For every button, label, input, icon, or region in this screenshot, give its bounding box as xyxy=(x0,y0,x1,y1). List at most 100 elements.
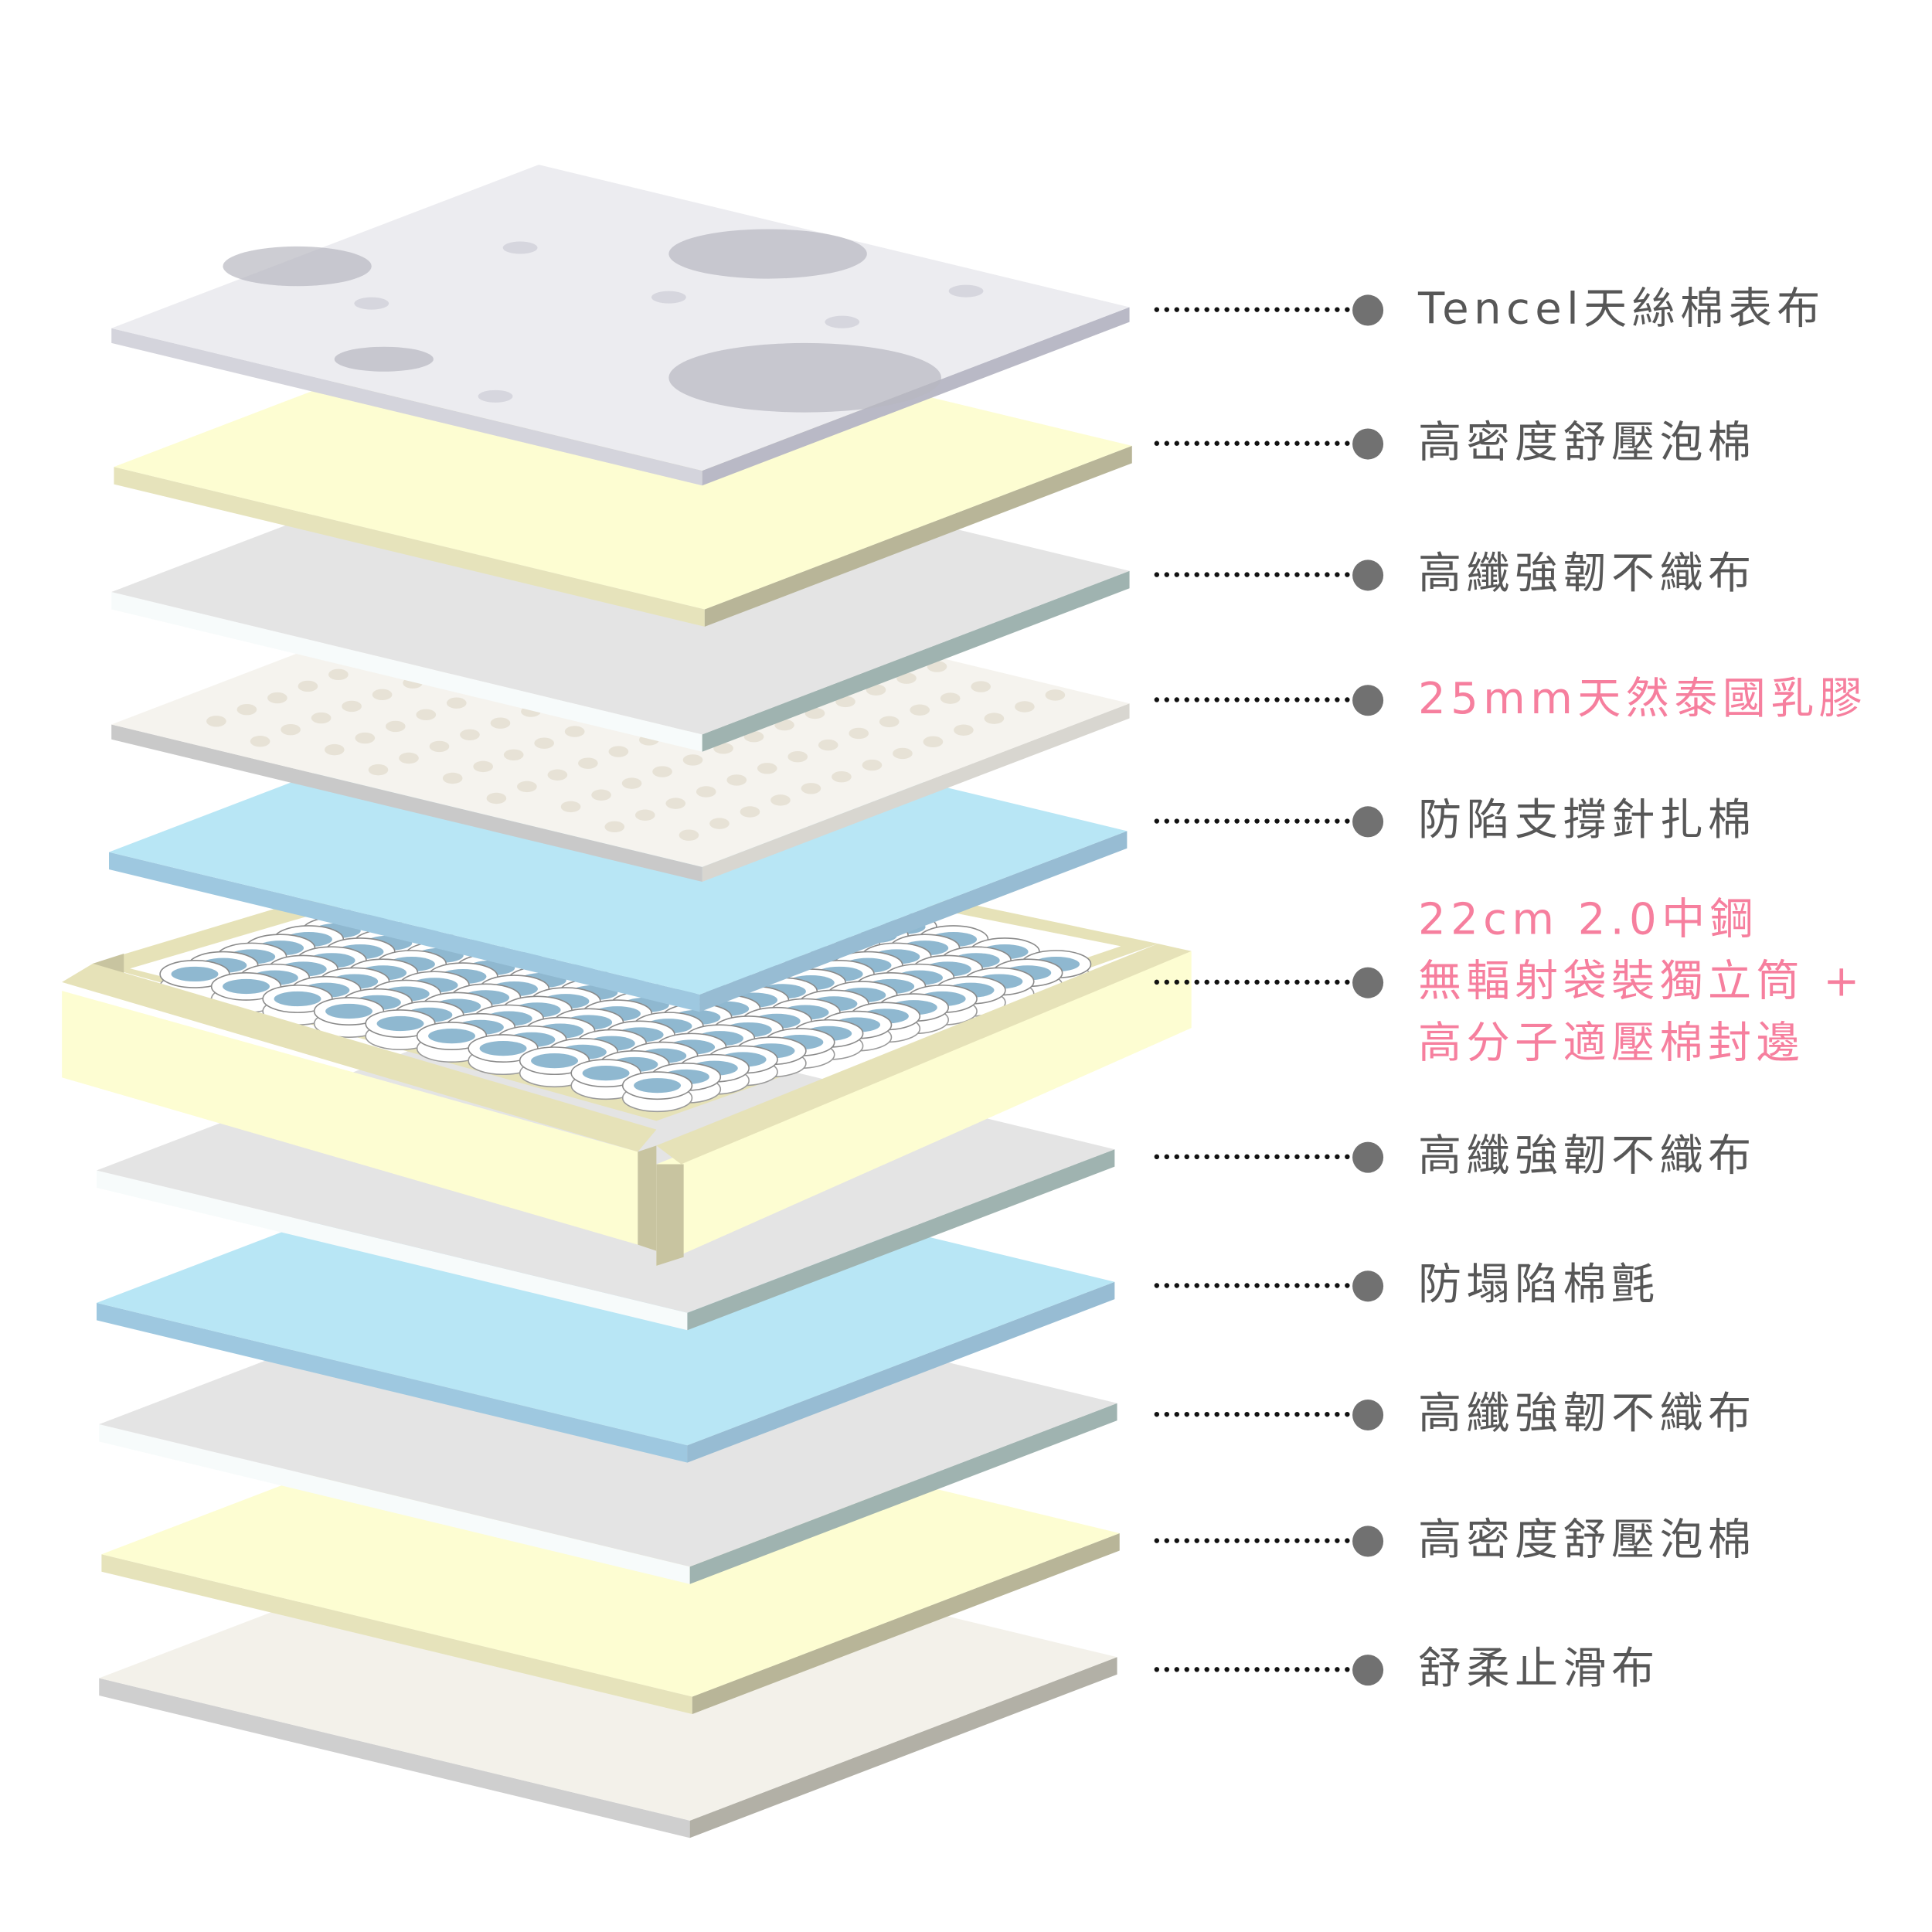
latex-hole xyxy=(534,737,554,749)
leader-line xyxy=(1154,307,1350,312)
leader-line xyxy=(1154,818,1350,824)
latex-hole xyxy=(709,818,730,829)
spring-frame-right-rim xyxy=(656,944,1192,1165)
latex-hole xyxy=(250,736,270,747)
latex-hole xyxy=(517,781,537,793)
layer-label-multiline: 22cm 2.0中鋼 無輻射袋裝獨立筒 + 高分子適壓棉封邊 xyxy=(1418,889,1865,1075)
nonwoven-layer-1-side-edge xyxy=(702,570,1130,752)
felt-layer-side-edge xyxy=(687,1281,1115,1463)
bullet-dot xyxy=(1352,559,1384,590)
label-row-latex: 25mm天然泰國乳膠 xyxy=(1154,668,1868,730)
latex-hole xyxy=(281,723,301,736)
latex-hole xyxy=(564,726,585,737)
latex-hole xyxy=(311,712,332,724)
layer-label: 高纖強韌不織布 xyxy=(1417,549,1757,600)
spring-coil-center xyxy=(582,1066,630,1081)
latex-hole xyxy=(486,792,507,804)
spring-coil-center xyxy=(531,1053,579,1069)
latex-hole xyxy=(621,777,642,789)
latex-hole xyxy=(591,789,611,801)
latex-hole xyxy=(578,757,598,769)
latex-hole xyxy=(368,764,389,776)
bullet-dot xyxy=(1352,1654,1384,1685)
latex-hole xyxy=(665,798,686,809)
latex-hole xyxy=(954,724,974,736)
spring-coil-center xyxy=(634,1078,682,1094)
latex-hole xyxy=(385,720,406,733)
spring-coil-center xyxy=(325,1003,372,1019)
latex-layer-side-edge xyxy=(702,703,1130,883)
label-row-tencel: Tencel天絲棉表布 xyxy=(1154,279,1825,341)
latex-hole xyxy=(429,740,450,753)
label-row-needle-felt: 防陷支撐針扎棉 xyxy=(1154,790,1757,852)
tencel-floral-pattern xyxy=(223,246,372,287)
tencel-quilt-tuft xyxy=(502,241,538,254)
latex-hole xyxy=(547,769,568,781)
nonwoven-layer-3-side-edge xyxy=(689,1403,1117,1584)
foam-bottom-layer-front-edge xyxy=(101,1554,692,1714)
latex-hole xyxy=(682,754,703,766)
spring-coil-center xyxy=(376,1015,424,1032)
leader-line xyxy=(1154,1154,1350,1160)
tencel-floral-pattern xyxy=(668,229,867,279)
bullet-dot xyxy=(1352,684,1384,716)
label-row-foam-top: 高密度舒壓泡棉 xyxy=(1154,413,1757,474)
bullet-dot xyxy=(1352,1399,1384,1430)
spring-coil-center xyxy=(428,1028,475,1044)
latex-hole xyxy=(490,717,511,729)
latex-hole xyxy=(416,709,437,721)
nonwoven-layer-2-front-edge xyxy=(97,1170,688,1331)
foam-top-layer-side-edge xyxy=(704,445,1132,627)
tencel-floral-pattern xyxy=(334,346,434,372)
label-row-springs: 22cm 2.0中鋼 無輻射袋裝獨立筒 + 高分子適壓棉封邊 xyxy=(1154,889,1865,1075)
spring-coil-center xyxy=(274,991,321,1007)
latex-hole xyxy=(267,692,287,704)
latex-hole xyxy=(652,766,672,777)
leader-line xyxy=(1154,697,1350,702)
layer-label: 高密度舒壓泡棉 xyxy=(1417,1515,1757,1566)
leader-line xyxy=(1154,1667,1350,1672)
bullet-dot xyxy=(1352,805,1384,837)
latex-hole xyxy=(399,752,419,764)
latex-hole xyxy=(1015,701,1035,713)
label-row-foam-bottom: 高密度舒壓泡棉 xyxy=(1154,1510,1757,1572)
latex-hole xyxy=(971,681,992,692)
foam-top-layer-front-edge xyxy=(114,467,705,627)
tencel-quilt-tuft xyxy=(354,297,389,310)
leader-line xyxy=(1154,440,1350,446)
latex-hole xyxy=(787,750,808,763)
latex-hole xyxy=(560,801,581,813)
latex-hole xyxy=(298,680,318,692)
layer-label: 舒柔止滑布 xyxy=(1417,1645,1660,1695)
leader-line xyxy=(1154,1411,1350,1417)
label-row-antislip: 舒柔止滑布 xyxy=(1154,1638,1660,1700)
latex-hole xyxy=(910,704,930,716)
label-row-nonwoven-2: 高纖強韌不織布 xyxy=(1154,1126,1757,1188)
latex-hole xyxy=(328,668,349,681)
latex-hole xyxy=(324,743,345,756)
leader-line xyxy=(1154,979,1350,985)
label-row-nonwoven-3: 高纖強韌不織布 xyxy=(1154,1383,1757,1445)
spring-frame-seam xyxy=(638,1145,657,1251)
latex-hole xyxy=(740,806,760,818)
latex-hole xyxy=(984,713,1005,724)
leader-line xyxy=(1154,1283,1350,1288)
latex-hole xyxy=(342,700,362,713)
needle-felt-layer-front-edge xyxy=(109,852,700,1012)
tencel-floral-pattern xyxy=(668,342,941,413)
label-line: 22cm 2.0中鋼 xyxy=(1417,895,1759,945)
latex-layer-front-edge xyxy=(111,724,702,883)
spring-coil-center xyxy=(223,978,270,995)
latex-hole xyxy=(879,716,900,728)
label-line: 無輻射袋裝獨立筒 + xyxy=(1417,957,1865,1007)
latex-hole xyxy=(236,703,257,716)
latex-hole xyxy=(832,770,852,783)
bullet-dot xyxy=(1352,1525,1384,1556)
leader-line xyxy=(1154,1538,1350,1543)
tencel-quilt-tuft xyxy=(825,315,860,328)
spring-coil-center xyxy=(479,1040,527,1056)
latex-hole xyxy=(893,747,913,760)
nonwoven-layer-1-front-edge xyxy=(111,592,702,752)
